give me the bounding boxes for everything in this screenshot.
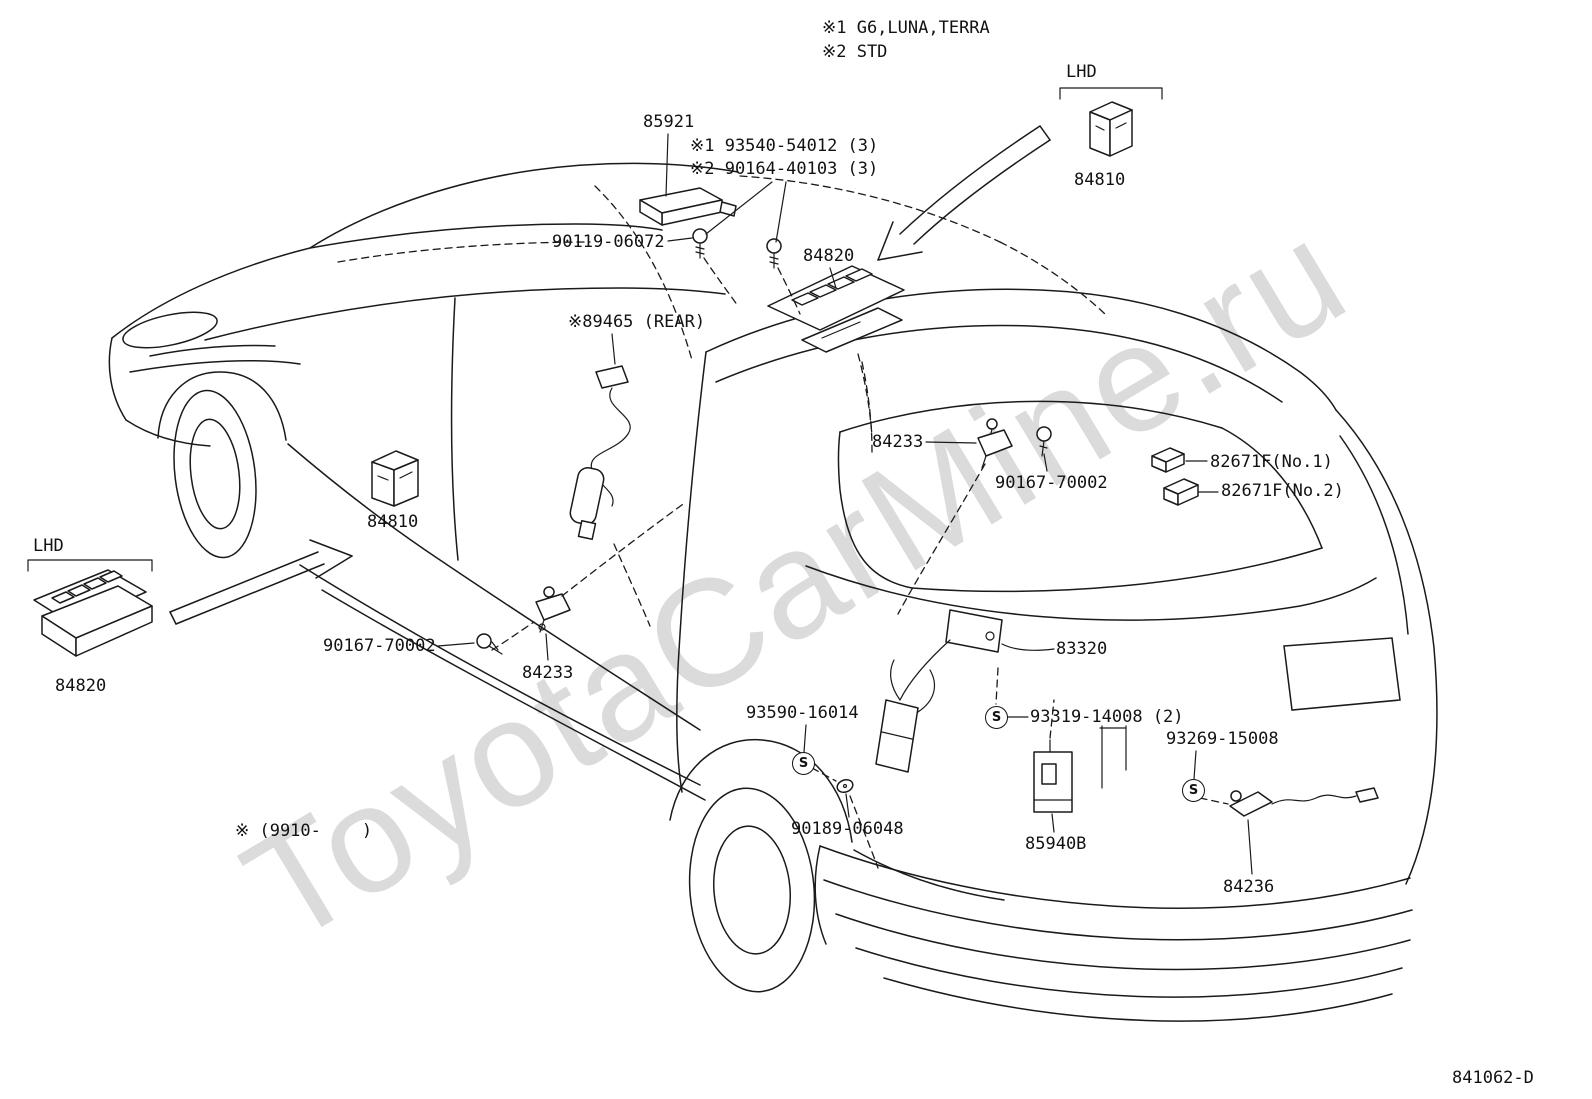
part-label-89465: ※89465 (REAR) <box>568 312 706 332</box>
relay-85940b-icon <box>1033 699 1073 813</box>
variant-note-2: ※2 STD <box>822 42 888 62</box>
part-label-82671f-no1: 82671F(No.1) <box>1210 452 1333 472</box>
part-label-90189: 90189-06048 <box>791 819 904 839</box>
arrow-right-icon <box>877 125 1051 261</box>
part-label-84820-left: 84820 <box>55 676 107 696</box>
relay-block-82671f-no2-icon <box>1163 478 1199 506</box>
back-door-lock-83320-icon <box>875 609 1003 773</box>
part-label-93319: 93319-14008 (2) <box>1030 707 1184 727</box>
lhd-bracket-top <box>1059 87 1163 100</box>
part-label-90119: 90119-06072 <box>552 232 665 252</box>
part-label-85940b: 85940B <box>1025 834 1087 854</box>
s-symbol-3: S <box>1182 779 1205 802</box>
part-label-84233-right: 84233 <box>872 432 924 452</box>
diagram-code: 841062-D <box>1452 1068 1534 1088</box>
grommet-93590-icon <box>836 778 854 794</box>
lhd-bracket-left <box>27 559 153 572</box>
part-label-84810-left: 84810 <box>367 512 419 532</box>
part-label-84810-top: 84810 <box>1074 170 1126 190</box>
courtesy-switch-84233-right-icon <box>977 418 1013 469</box>
part-label-93540: ※1 93540-54012 (3) <box>690 136 879 156</box>
part-label-82671f-no2: 82671F(No.2) <box>1221 481 1344 501</box>
luggage-switch-84236-icon <box>1229 787 1379 817</box>
relay-84810-left-icon <box>371 450 419 507</box>
part-label-93269: 93269-15008 <box>1166 729 1279 749</box>
part-label-84236: 84236 <box>1223 877 1275 897</box>
variant-note-1: ※1 G6,LUNA,TERRA <box>822 18 990 38</box>
part-label-85921: 85921 <box>643 112 695 132</box>
part-label-90164: ※2 90164-40103 (3) <box>690 159 879 179</box>
s-symbol-2: S <box>985 706 1008 729</box>
relay-block-82671f-no1-icon <box>1151 447 1185 473</box>
leader-lines <box>437 133 1253 875</box>
screw-90167-left-icon <box>476 633 503 655</box>
master-switch-left-icon <box>33 569 153 657</box>
oxygen-sensor-89465-icon <box>569 365 631 541</box>
part-label-90167-left: 90167-70002 <box>323 636 436 656</box>
ecu-85921-icon <box>639 187 737 226</box>
part-label-83320: 83320 <box>1056 639 1108 659</box>
part-label-93590: 93590-16014 <box>746 703 859 723</box>
lhd-label-left: LHD <box>33 536 64 556</box>
courtesy-switch-84233-left-icon <box>535 586 571 633</box>
relay-84810-top-icon <box>1089 101 1133 157</box>
part-label-84233-left: 84233 <box>522 663 574 683</box>
screw-top-icon <box>766 238 782 269</box>
screw-90119-icon <box>692 228 708 259</box>
screw-90167-right-icon <box>1036 426 1052 457</box>
production-note: ※ (9910- ) <box>235 821 373 841</box>
part-label-84820-top: 84820 <box>803 246 855 266</box>
lhd-label-top: LHD <box>1066 62 1097 82</box>
rear-car-outline <box>669 288 1438 1022</box>
part-label-90167-right: 90167-70002 <box>995 473 1108 493</box>
s-symbol-1: S <box>792 752 815 775</box>
arrow-left-icon <box>169 539 353 625</box>
master-switch-top-icon <box>767 265 905 353</box>
front-car-outline <box>108 162 1106 801</box>
